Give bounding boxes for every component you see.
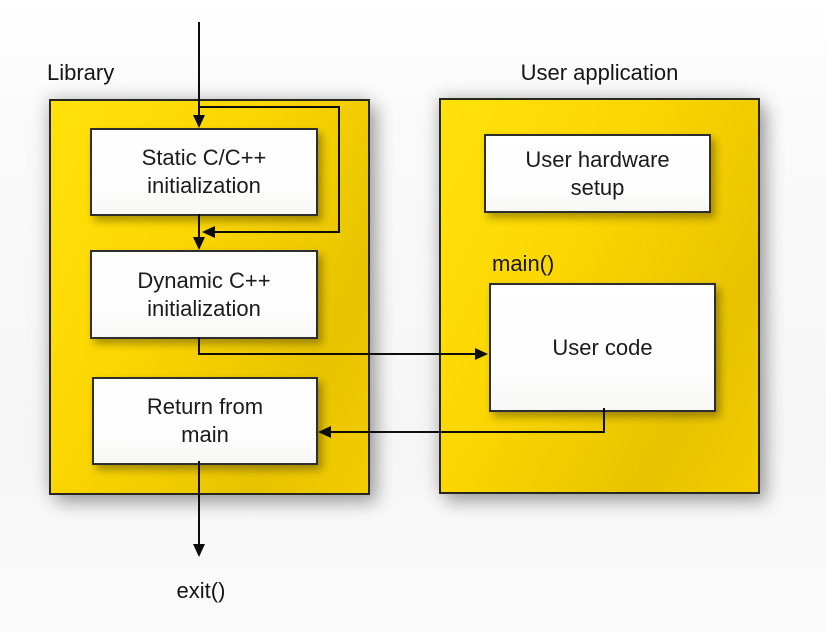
entry-flow-line	[198, 22, 200, 116]
box-user-code: User code	[489, 283, 716, 412]
static-loop-bottom-line	[213, 231, 340, 233]
box-user-hardware-setup: User hardware setup	[484, 134, 711, 213]
user-application-panel-title: User application	[520, 60, 679, 85]
static-loop-arrowhead-icon	[202, 226, 215, 238]
dynamic-to-usercode-arrowhead-icon	[475, 348, 488, 360]
usercode-to-return-arrowhead-icon	[318, 426, 331, 438]
dynamic-to-usercode-stub-line	[198, 337, 200, 355]
static-loop-right-line	[338, 106, 340, 233]
dynamic-to-usercode-line	[198, 353, 476, 355]
static-to-dynamic-arrowhead-icon	[193, 237, 205, 250]
box-static-init: Static C/C++ initialization	[90, 128, 318, 216]
static-loop-top-line	[199, 106, 340, 108]
exit-label: exit()	[176, 578, 226, 603]
usercode-to-return-line	[330, 431, 605, 433]
main-function-label: main()	[492, 251, 555, 276]
box-return-from-main: Return from main	[92, 377, 318, 465]
static-to-dynamic-line	[198, 214, 200, 238]
library-panel-title: Library	[47, 60, 115, 85]
return-to-exit-arrowhead-icon	[193, 544, 205, 557]
usercode-to-return-stub-line	[603, 408, 605, 433]
entry-arrowhead-icon	[193, 115, 205, 128]
box-dynamic-init: Dynamic C++ initialization	[90, 250, 318, 339]
return-to-exit-line	[198, 461, 200, 545]
